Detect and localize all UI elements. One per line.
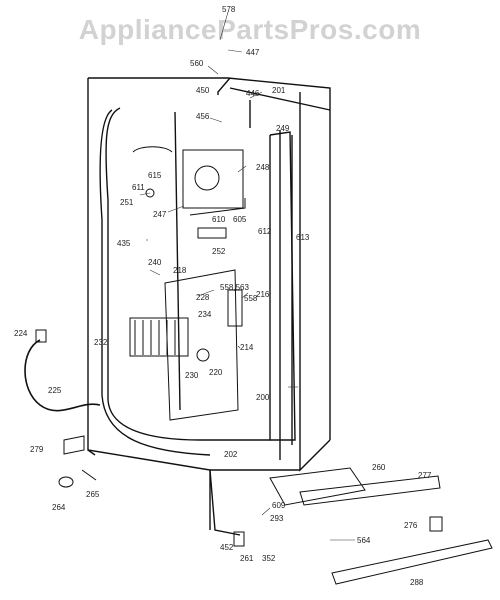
callout-216: 216 <box>256 290 270 299</box>
callout-202: 202 <box>224 450 238 459</box>
callout-611: 611 <box>132 183 145 192</box>
callout-560: 560 <box>190 59 204 68</box>
callout-261: 261 <box>240 554 254 563</box>
bottom-parts <box>58 435 493 585</box>
callout-249: 249 <box>276 124 290 133</box>
callout-277: 277 <box>418 471 432 480</box>
callout-252: 252 <box>212 247 226 256</box>
callout-224: 224 <box>14 329 28 338</box>
callout-279: 279 <box>30 445 44 454</box>
cabinet-outline <box>87 77 331 536</box>
callout-605: 605 <box>233 215 247 224</box>
callout-609: 609 <box>272 501 286 510</box>
callout-225: 225 <box>48 386 62 395</box>
callout-234: 234 <box>198 310 212 319</box>
callout-452: 452 <box>220 543 234 552</box>
callout-558-563: 558,563 <box>220 283 249 292</box>
callout-446: 446 <box>246 89 260 98</box>
callout-450: 450 <box>196 86 210 95</box>
callout-248: 248 <box>256 163 270 172</box>
power-cord <box>24 339 101 412</box>
callout-564: 564 <box>357 536 371 545</box>
callout-230: 230 <box>185 371 199 380</box>
callout-288: 288 <box>410 578 424 587</box>
callout-352: 352 <box>262 554 276 563</box>
callout-435: 435 <box>117 239 131 248</box>
callout-264: 264 <box>52 503 66 512</box>
evaporator-assembly <box>129 269 243 421</box>
watermark-logo: AppliancePartsPros.com <box>78 14 422 45</box>
callout-228: 228 <box>196 293 210 302</box>
callout-293: 293 <box>270 514 284 523</box>
callout-610: 610 <box>212 215 226 224</box>
cord-plug <box>35 329 47 343</box>
callout-558: 558 <box>244 294 258 303</box>
callout-612: 612 <box>258 227 272 236</box>
callout-615: 615 <box>148 171 162 180</box>
callout-201: 201 <box>272 86 286 95</box>
callout-214: 214 <box>240 343 254 352</box>
callout-200: 200 <box>256 393 270 402</box>
callout-265: 265 <box>86 490 100 499</box>
callout-218: 218 <box>173 266 187 275</box>
part-callouts: 578 447 560 450 446 201 456 249 248 615 … <box>14 5 432 587</box>
callout-447: 447 <box>246 48 260 57</box>
callout-251: 251 <box>120 198 134 207</box>
callout-456: 456 <box>196 112 210 121</box>
leader-lines <box>139 11 355 541</box>
callout-240: 240 <box>148 258 162 267</box>
callout-232: 232 <box>94 338 108 347</box>
callout-260: 260 <box>372 463 386 472</box>
control-assembly <box>132 146 246 239</box>
callout-220: 220 <box>209 368 223 377</box>
callout-247: 247 <box>153 210 167 219</box>
callout-578: 578 <box>222 5 236 14</box>
callout-276: 276 <box>404 521 418 530</box>
callout-613: 613 <box>296 233 310 242</box>
